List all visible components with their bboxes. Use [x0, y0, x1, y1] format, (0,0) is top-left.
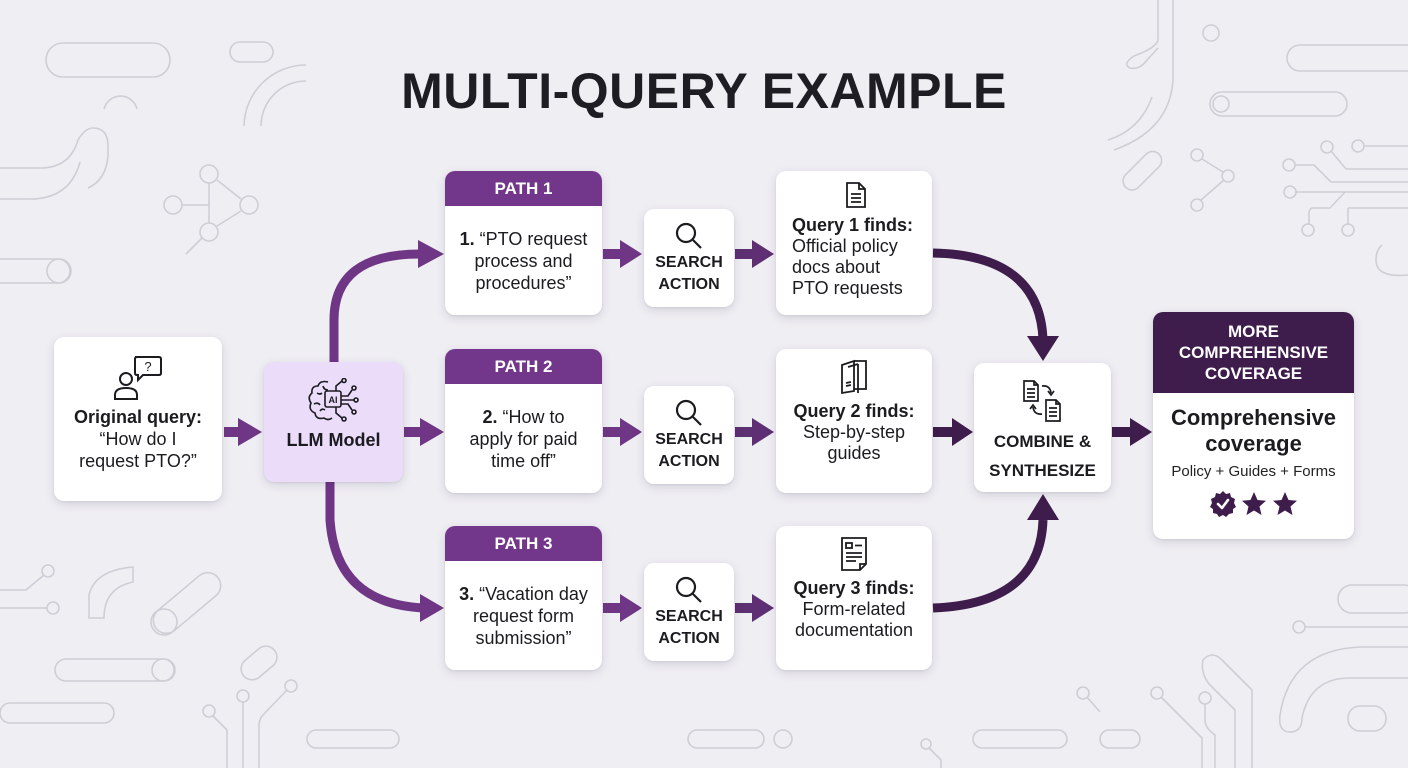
- original-query-line: “How do I: [99, 429, 177, 449]
- llm-model-label: LLM Model: [286, 430, 381, 450]
- path-query-line: request form: [472, 605, 575, 626]
- verified-badge-icon: [1209, 491, 1236, 517]
- query-result-line: PTO requests: [792, 278, 903, 298]
- search-action-label: ACTION: [658, 276, 720, 293]
- outcome-title-line: coverage: [1205, 431, 1302, 456]
- path-card: PATH 2 2. “How to apply for paid time of…: [445, 349, 602, 493]
- original-query-heading: Original query:: [73, 407, 203, 427]
- outcome-card: MORE COMPREHENSIVE COVERAGE Comprehensiv…: [1153, 312, 1354, 539]
- path-query-line: “PTO request: [479, 228, 588, 249]
- arrow-head: [1027, 494, 1059, 520]
- query-result-card: Query 2 finds: Step-by-step guides: [776, 349, 932, 493]
- search-action-card: SEARCH ACTION: [644, 209, 734, 307]
- query-result-line: guides: [827, 443, 881, 463]
- llm-model-card: AI LLM Model: [264, 362, 403, 482]
- outcome-header-line: COMPREHENSIVE: [1178, 343, 1329, 362]
- query-result-line: Step-by-step: [802, 422, 906, 442]
- search-action-card: SEARCH ACTION: [644, 386, 734, 484]
- query-result-card: Query 1 finds: Official policy docs abou…: [776, 171, 932, 315]
- form-icon: [841, 537, 867, 571]
- path-query-line: process and: [474, 250, 573, 271]
- search-action-label: ACTION: [658, 453, 720, 470]
- search-action-card: SEARCH ACTION: [644, 563, 734, 661]
- combine-synthesize-card: COMBINE & SYNTHESIZE: [974, 363, 1111, 492]
- path-query-line: “How to: [502, 406, 565, 427]
- query-result-heading: Query 3 finds:: [793, 578, 915, 598]
- search-action-label: SEARCH: [655, 608, 723, 625]
- query-result-line: Official policy: [792, 236, 898, 256]
- search-action-label: SEARCH: [655, 254, 723, 271]
- path-header: PATH 3: [445, 526, 602, 561]
- arrow-head: [420, 594, 444, 622]
- guide-booklet-icon: [841, 359, 867, 395]
- combine-label: COMBINE &: [993, 432, 1092, 451]
- path-query-line: time off”: [491, 450, 556, 471]
- outcome-header-line: COVERAGE: [1204, 364, 1303, 383]
- arrow-llm-to-path1: [329, 249, 421, 362]
- user-question-icon: ?: [114, 356, 162, 400]
- search-icon: [675, 399, 702, 426]
- outcome-subtitle: Policy + Guides + Forms: [1171, 463, 1336, 480]
- query-result-card: Query 3 finds: Form-related documentatio…: [776, 526, 932, 670]
- search-icon: [675, 576, 702, 603]
- arrow-result3-to-combine: [932, 519, 1048, 613]
- document-icon: [846, 182, 866, 208]
- arrow-llm-to-path3: [325, 482, 425, 613]
- outcome-rating: [1153, 490, 1354, 518]
- arrow-head: [420, 418, 444, 446]
- path-query-line: procedures”: [475, 272, 572, 293]
- query-result-heading: Query 2 finds:: [793, 401, 915, 421]
- path-card: PATH 1 1. “PTO request process and proce…: [445, 171, 602, 315]
- documents-swap-icon: [1022, 380, 1061, 422]
- original-query-card: ? Original query: “How do I request PTO?…: [54, 337, 222, 501]
- svg-text:AI: AI: [328, 395, 337, 405]
- star-icon: [1272, 492, 1297, 515]
- combine-label: SYNTHESIZE: [989, 461, 1096, 480]
- path-number: 3.: [459, 583, 475, 604]
- arrow-result1-to-combine: [932, 248, 1048, 341]
- page-title: MULTI-QUERY EXAMPLE: [401, 63, 1007, 119]
- outcome-header-line: MORE: [1228, 322, 1279, 341]
- arrow-head: [238, 418, 262, 446]
- query-result-line: documentation: [794, 620, 914, 640]
- star-icon: [1241, 492, 1266, 515]
- query-result-line: docs about: [792, 257, 881, 277]
- original-query-line: request PTO?”: [79, 451, 197, 471]
- query-result-heading: Query 1 finds:: [792, 215, 914, 235]
- outcome-header: MORE COMPREHENSIVE COVERAGE: [1153, 312, 1354, 393]
- path-card: PATH 3 3. “Vacation day request form sub…: [445, 526, 602, 670]
- search-action-label: ACTION: [658, 630, 720, 647]
- path-header: PATH 2: [445, 349, 602, 384]
- svg-text:?: ?: [144, 359, 151, 374]
- path-query-line: apply for paid: [469, 428, 578, 449]
- path-query-line: submission”: [475, 627, 572, 648]
- arrow-head: [418, 240, 444, 268]
- path-number: 2.: [482, 406, 498, 427]
- search-action-label: SEARCH: [655, 431, 723, 448]
- path-header: PATH 1: [445, 171, 602, 206]
- search-icon: [675, 222, 702, 249]
- outcome-title-line: Comprehensive: [1170, 405, 1337, 430]
- path-query-line: “Vacation day: [479, 583, 588, 604]
- arrow-head: [1027, 336, 1059, 361]
- ai-brain-icon: AI: [307, 378, 359, 422]
- path-number: 1.: [459, 228, 475, 249]
- query-result-line: Form-related: [802, 599, 906, 619]
